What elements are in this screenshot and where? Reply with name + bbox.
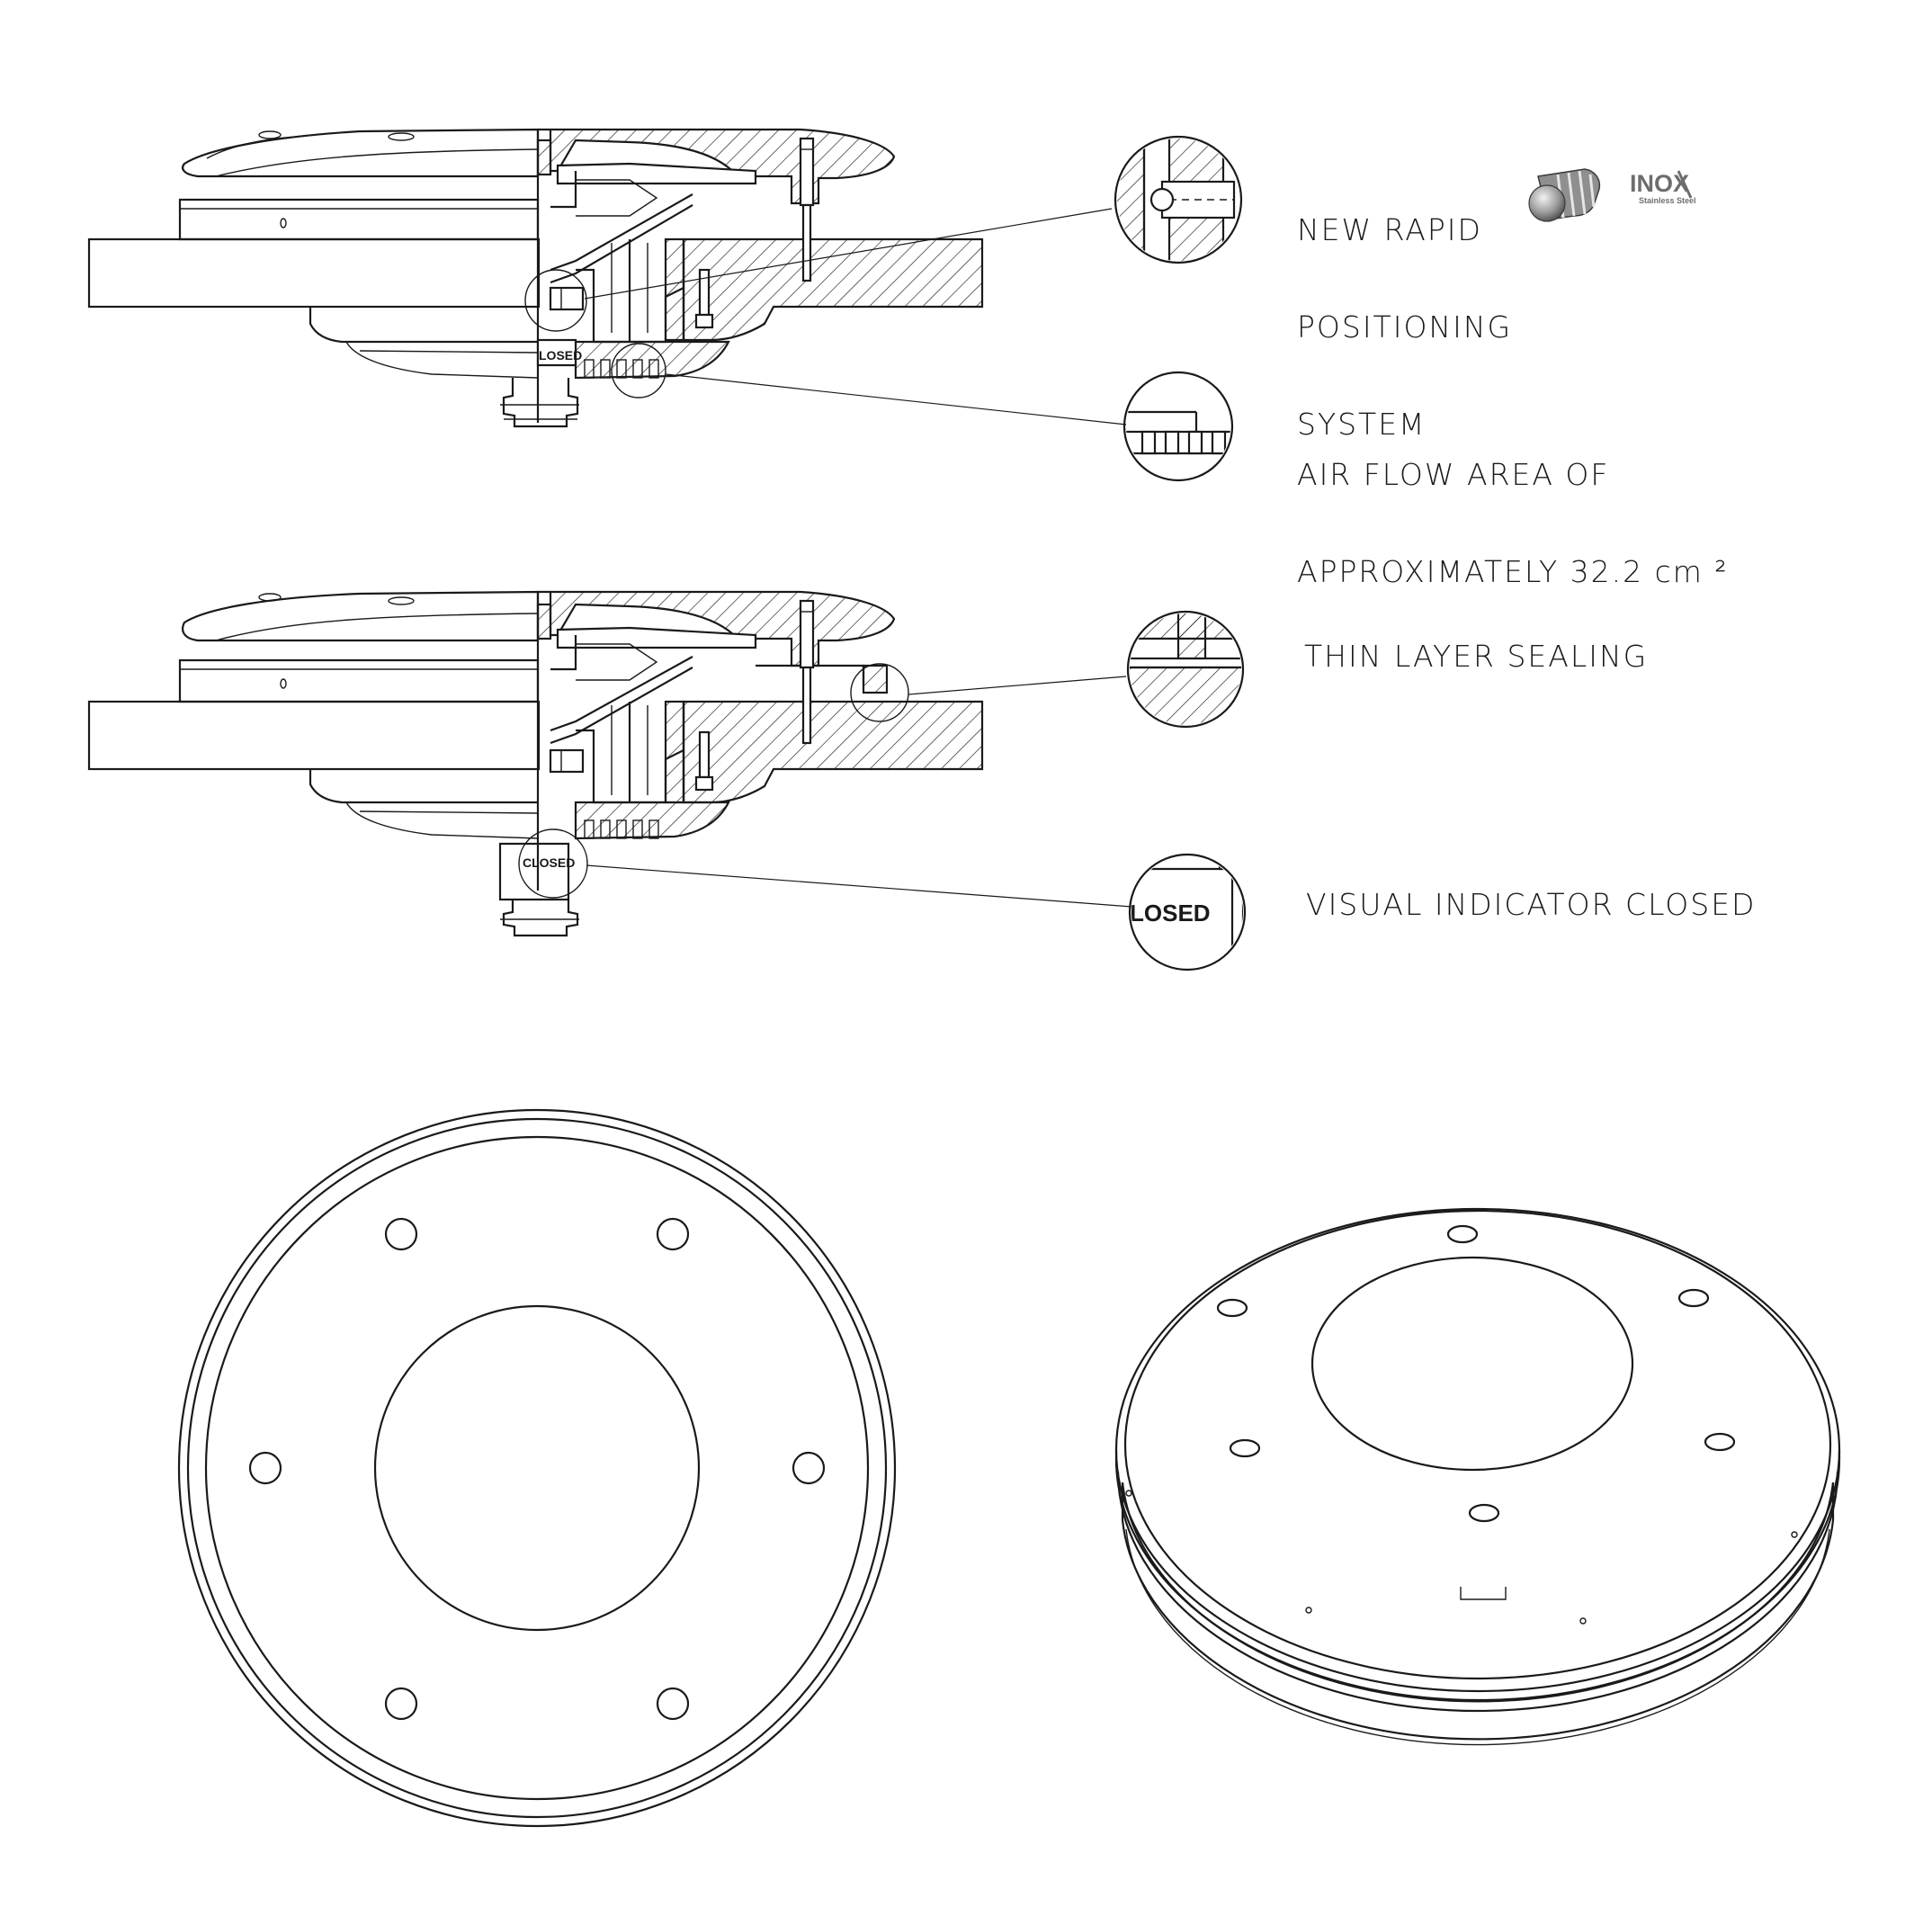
callout-airflow-line2: APPROXIMATELY 32.2 cm ² bbox=[1297, 554, 1729, 589]
leader-positioning bbox=[584, 208, 1113, 300]
mounting-holes-plan bbox=[248, 1217, 826, 1721]
callout-sealing: THIN LAYER SEALING bbox=[1304, 639, 1649, 674]
callout-positioning: NEW RAPID POSITIONING SYSTEM bbox=[1297, 149, 1512, 473]
top-view-plan bbox=[177, 1108, 897, 1828]
detail-thin-layer-sealing bbox=[1126, 610, 1245, 729]
leader-indicator bbox=[586, 864, 1132, 908]
section-bottom-indicator-tag: CLOSED bbox=[523, 855, 575, 870]
detail-air-flow bbox=[1123, 371, 1234, 482]
section-view-bottom-cut: CLOSED bbox=[518, 590, 984, 899]
ball-spring-plunger-icon bbox=[1528, 168, 1601, 222]
inox-swoosh bbox=[1677, 170, 1693, 199]
callout-positioning-line2: POSITIONING bbox=[1297, 309, 1513, 345]
section-view-top-exterior bbox=[87, 128, 579, 428]
callout-airflow-line1: AIR FLOW AREA OF bbox=[1297, 457, 1610, 492]
leader-sealing bbox=[908, 676, 1127, 695]
section-view-top-cut: LOSED bbox=[524, 128, 984, 423]
section-view-bottom-exterior bbox=[87, 590, 579, 937]
isometric-view bbox=[1114, 1207, 1841, 1746]
inox-badge: INOX Stainless Steel bbox=[1528, 168, 1696, 222]
section-view-bottom: CLOSED bbox=[87, 590, 1132, 937]
callout-positioning-line1: NEW RAPID bbox=[1297, 212, 1482, 247]
inox-material: Stainless Steel bbox=[1639, 196, 1696, 205]
detail-positioning-pin bbox=[1114, 135, 1243, 264]
callout-airflow: AIR FLOW AREA OF APPROXIMATELY 32.2 cm ² bbox=[1297, 394, 1729, 621]
mounting-holes-iso bbox=[1216, 1224, 1736, 1523]
callout-indicator: VISUAL INDICATOR CLOSED bbox=[1306, 887, 1757, 922]
section-view-top: LOSED bbox=[87, 128, 1127, 428]
detail-indicator-tag: LOSED bbox=[1130, 900, 1211, 927]
callout-positioning-line3: SYSTEM bbox=[1297, 407, 1427, 442]
leader-airflow bbox=[665, 373, 1127, 425]
detail-visual-indicator: LOSED bbox=[1128, 853, 1247, 971]
section-top-indicator-tag: LOSED bbox=[539, 348, 582, 363]
